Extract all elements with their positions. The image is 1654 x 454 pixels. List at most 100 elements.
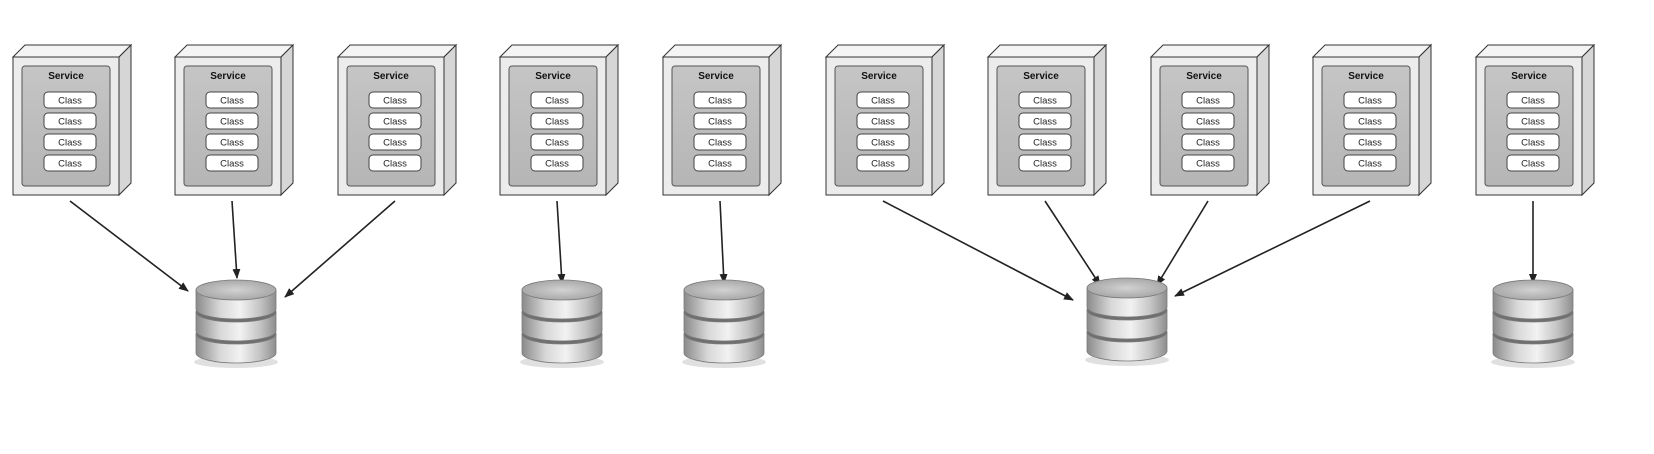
class-pill [1018,133,1072,151]
class-pill [368,133,422,151]
service-box-side [118,43,132,197]
connection-arrow [1156,200,1209,286]
connection-arrow [882,200,1074,301]
class-pill [530,91,584,109]
class-pill [205,112,259,130]
class-pill [43,133,97,151]
class-label: Class [1196,96,1220,107]
class-pill [43,154,97,172]
service-box-top [986,44,1108,58]
class-label: Class [58,159,82,170]
class-pill [205,154,259,172]
class-pill [1181,133,1235,151]
class-pill [1506,91,1560,109]
class-label: Class [1521,138,1545,149]
service-box-side [1581,43,1595,197]
class-label: Class [871,138,895,149]
connection-arrow [284,200,396,298]
class-label: Class [871,159,895,170]
service-box-top [498,44,620,58]
class-pill [1018,91,1072,109]
class-label: Class [871,117,895,128]
class-pill [1343,133,1397,151]
class-pill [43,112,97,130]
database-icon [1491,279,1575,368]
service-box-top [173,44,295,58]
service-box-side [280,43,294,197]
class-pill [530,112,584,130]
class-pill [693,133,747,151]
service-title: Service [373,71,409,82]
class-label: Class [58,117,82,128]
class-label: Class [545,96,569,107]
service-box-side [1093,43,1107,197]
service-box-side [605,43,619,197]
class-pill [1506,133,1560,151]
class-label: Class [708,96,732,107]
class-pill [1018,112,1072,130]
class-label: Class [220,159,244,170]
class-pill [1343,112,1397,130]
class-pill [43,91,97,109]
connection-arrow [1174,200,1371,297]
database-cap [1086,277,1168,299]
class-label: Class [1358,138,1382,149]
class-label: Class [58,96,82,107]
service-box-top [1474,44,1596,58]
database-cap [1492,279,1574,301]
class-pill [1343,91,1397,109]
connection-arrow [69,200,189,292]
databases-layer [194,277,1575,368]
class-pill [1181,112,1235,130]
class-label: Class [383,138,407,149]
class-label: Class [708,159,732,170]
class-label: Class [1196,159,1220,170]
class-pill [1018,154,1072,172]
class-label: Class [383,96,407,107]
connection-arrow [1044,200,1101,286]
class-label: Class [383,117,407,128]
service-title: Service [861,71,897,82]
service-title: Service [48,71,84,82]
database-icon [682,279,766,368]
class-pill [1506,154,1560,172]
database-cap [195,279,277,301]
class-label: Class [383,159,407,170]
class-label: Class [1521,96,1545,107]
service-title: Service [535,71,571,82]
class-pill [1181,91,1235,109]
database-cap [521,279,603,301]
connection-arrow [556,200,566,284]
connection-arrow [719,200,728,284]
class-pill [368,112,422,130]
class-label: Class [220,117,244,128]
service-box-side [1418,43,1432,197]
class-label: Class [1033,159,1057,170]
class-label: Class [1033,117,1057,128]
class-pill [693,91,747,109]
database-icon [520,279,604,368]
service-box-side [1256,43,1270,197]
class-pill [856,112,910,130]
service-box-top [11,44,133,58]
database-cap [683,279,765,301]
class-label: Class [220,138,244,149]
class-label: Class [1358,159,1382,170]
database-icon [194,279,278,368]
service-box-top [824,44,946,58]
class-pill [1343,154,1397,172]
class-pill [368,154,422,172]
class-pill [530,133,584,151]
class-label: Class [58,138,82,149]
class-label: Class [708,138,732,149]
class-pill [1506,112,1560,130]
class-pill [205,91,259,109]
class-label: Class [1358,96,1382,107]
service-title: Service [698,71,734,82]
